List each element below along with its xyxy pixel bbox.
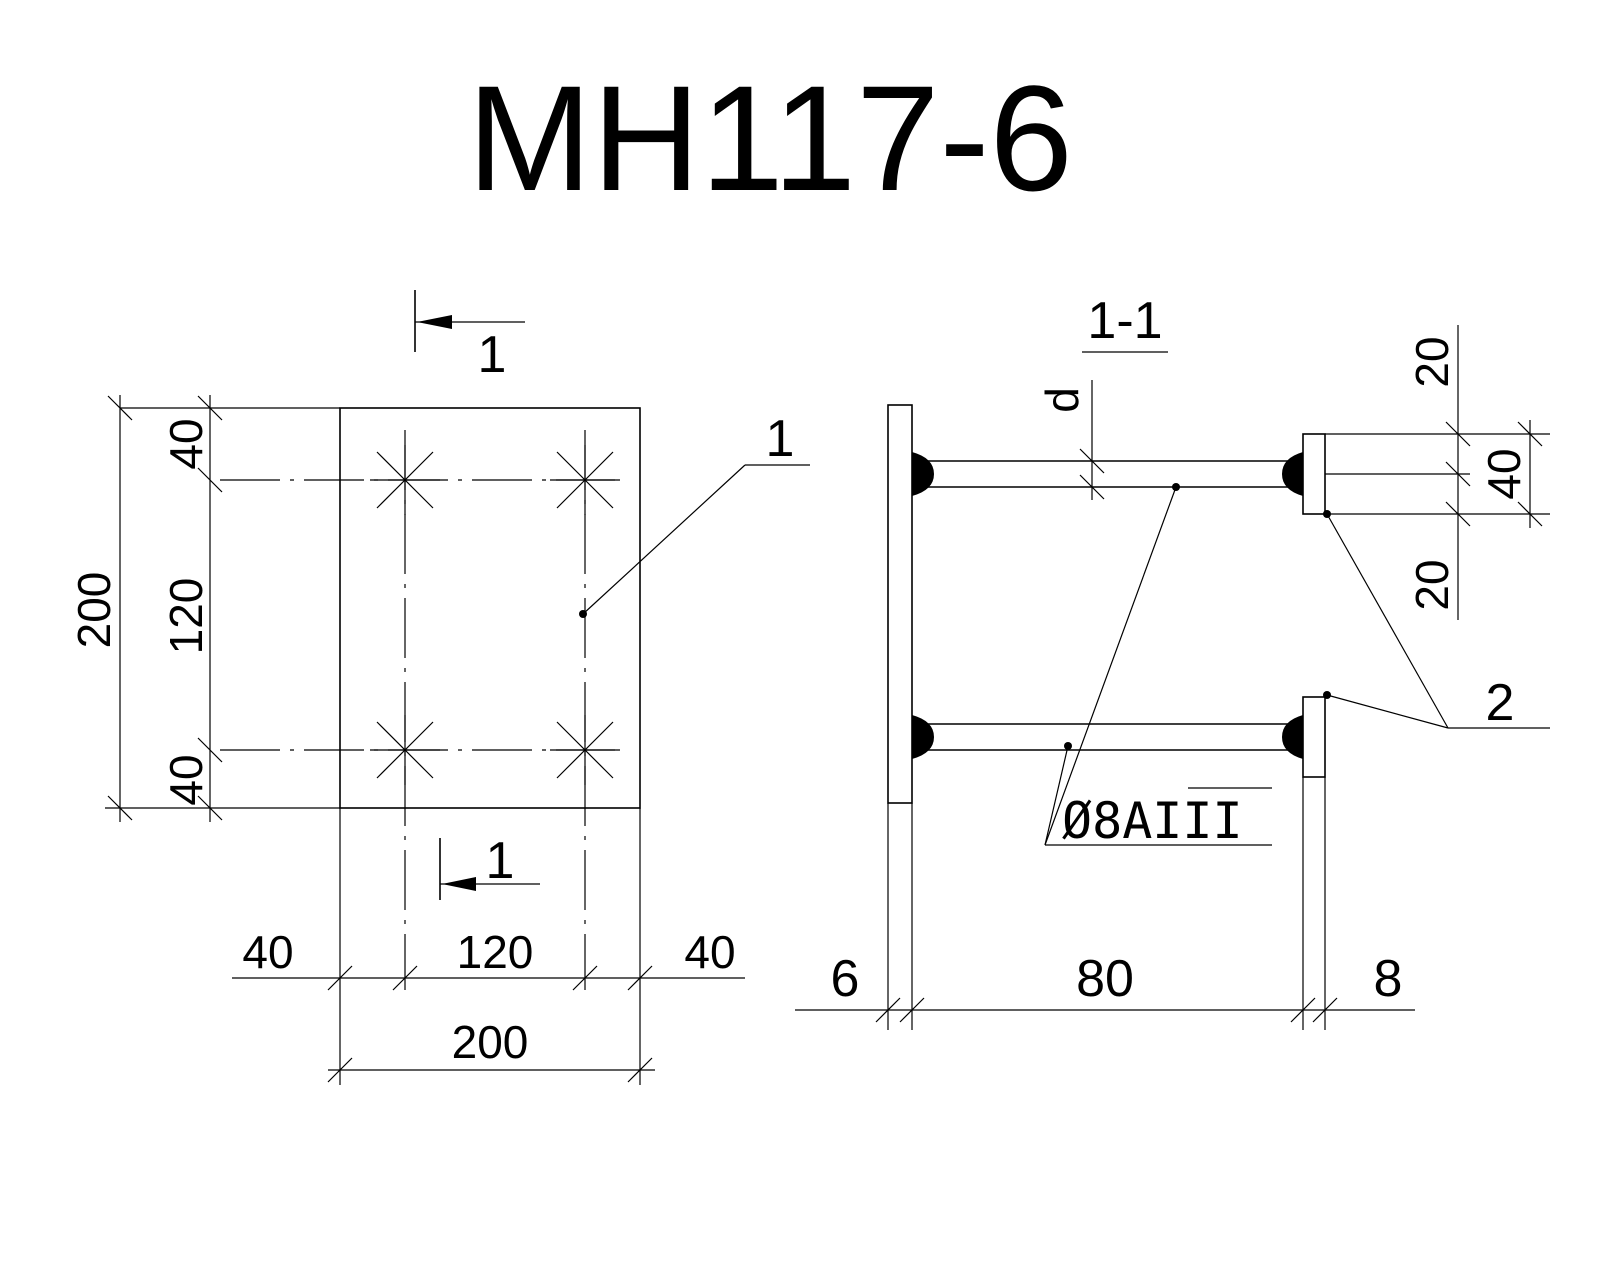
rebar-label: Ø8АIII [1062, 792, 1243, 850]
base-plate [887, 404, 913, 804]
section-title: 1-1 [1087, 292, 1162, 350]
dim-horizontal-lines [232, 808, 745, 1085]
section-cut-bottom [439, 838, 540, 900]
dim-40: 40 [1478, 448, 1530, 499]
callout-2-leader [1323, 510, 1550, 729]
plan-view: 1 1 1 200 40 120 [68, 290, 810, 1085]
dim-left-horizontal: 40 [242, 926, 293, 978]
callout-1-leader [579, 464, 810, 618]
dim-bottom-20: 20 [1406, 559, 1458, 610]
callout-1: 1 [766, 410, 795, 468]
dim-top-20: 20 [1406, 336, 1458, 387]
dim-bottom-lines [795, 777, 1415, 1030]
washer-top [1302, 433, 1326, 515]
stud-mark-bl [370, 715, 440, 785]
dim-80: 80 [1076, 950, 1134, 1008]
dim-d: d [1036, 387, 1088, 413]
dim-vertical-lines [105, 395, 340, 822]
dim-overall-vertical: 200 [68, 572, 120, 649]
callout-2: 2 [1486, 674, 1515, 732]
dim-right-vertical-lines [1325, 325, 1550, 620]
section-mark-bottom: 1 [486, 832, 515, 890]
dim-6: 6 [831, 950, 860, 1008]
dim-bottom-vertical: 40 [160, 754, 212, 805]
section-mark-top: 1 [478, 326, 507, 384]
dim-top-vertical: 40 [160, 418, 212, 469]
dim-right-horizontal: 40 [684, 926, 735, 978]
stud-mark-tr [550, 445, 620, 515]
dim-mid-vertical: 120 [160, 578, 212, 655]
dim-mid-horizontal: 120 [457, 926, 534, 978]
section-cut-top [414, 290, 525, 352]
dim-overall-horizontal: 200 [452, 1016, 529, 1068]
stud-mark-tl [370, 445, 440, 515]
drawing-title: МН117-6 [467, 54, 1073, 222]
stud-bottom [912, 715, 1303, 759]
dim-8: 8 [1374, 950, 1403, 1008]
rebar-leader [1044, 483, 1272, 846]
dim-d-lines [1079, 380, 1105, 500]
plate-outline [339, 407, 641, 809]
stud-mark-br [550, 715, 620, 785]
washer-bottom [1302, 696, 1326, 778]
stud-top [912, 452, 1303, 496]
section-view: 1-1 d [795, 292, 1550, 1030]
